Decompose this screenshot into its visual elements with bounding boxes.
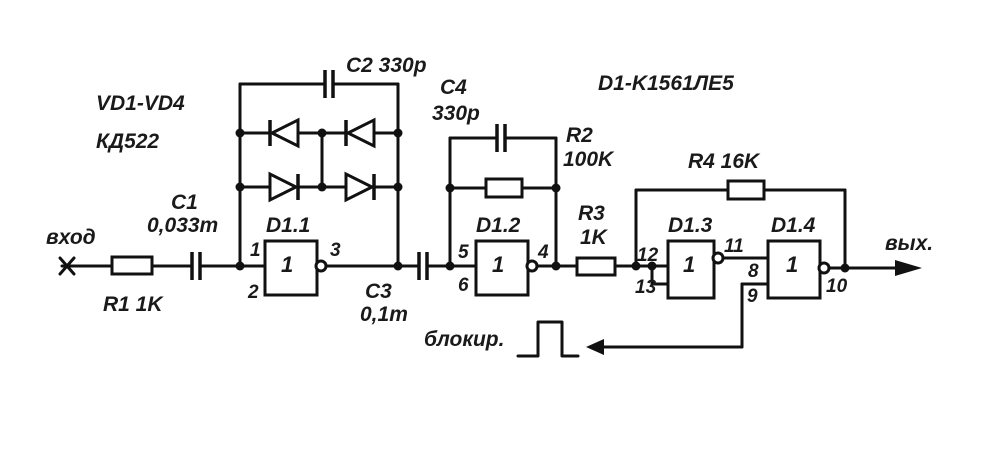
gate-d1-4 [766,239,822,300]
gate-d1-3 [666,239,716,300]
r1-label: R1 1K [103,293,164,316]
c2-label: C2 330p [346,54,427,77]
pin-8: 8 [748,261,759,282]
block-pulse-symbol [516,320,580,358]
pin-3: 3 [330,240,341,261]
input-label: вход [46,226,96,249]
capacitor-c2 [323,70,335,98]
pin-5: 5 [458,242,469,263]
diode-vd2 [344,117,376,149]
resistor-r2 [484,177,524,199]
resistor-r4 [726,179,766,201]
c4-value-label: 330p [432,102,480,125]
gate-d1-3-name: D1.3 [668,214,713,237]
diode-vd4 [344,171,376,203]
pin-13: 13 [635,277,657,298]
gate-d1-4-inverter-bubble [817,261,831,275]
gate-d1-2-inverter-bubble [525,259,539,273]
output-label: вых. [885,232,933,255]
pin-11: 11 [724,236,744,257]
signal-wires [60,82,897,349]
block-arrow [586,339,604,355]
pin-4: 4 [537,242,549,263]
pin-1: 1 [250,240,261,261]
diode-type-label: КД522 [96,130,159,153]
c3-value-label: 0,1m [360,303,408,326]
diodes-label: VD1-VD4 [96,92,185,115]
input-terminal [58,256,76,276]
r2-name-label: R2 [566,124,593,147]
capacitor-c4 [495,124,507,152]
c3-name-label: C3 [365,280,392,303]
gate-d1-2 [474,239,530,297]
c4-name-label: C4 [440,76,467,99]
gate-d1-2-name: D1.2 [476,214,521,237]
pin-9: 9 [747,286,758,307]
c1-value-label: 0,033m [147,214,218,237]
c1-name-label: C1 [171,191,198,214]
gate-d1-1-inverter-bubble [314,259,328,273]
block-label: блокир. [424,328,504,351]
capacitor-c1 [190,252,202,280]
r3-name-label: R3 [578,202,605,225]
output-arrow [895,260,922,276]
resistor-r1 [110,255,154,276]
pin-2: 2 [247,282,259,303]
pin-12: 12 [637,245,659,266]
gate-d1-1 [263,239,319,297]
pin-10: 10 [826,276,848,297]
gate-d1-4-symbol: 1 [786,252,798,277]
gate-d1-3-inverter-bubble [711,251,725,265]
r3-value-label: 1K [580,226,609,249]
gate-d1-3-symbol: 1 [683,252,695,277]
r4-label: R4 16K [688,150,761,173]
r2-value-label: 100K [563,148,615,171]
pin-6: 6 [458,275,469,296]
resistor-r3 [575,256,617,277]
gate-d1-2-symbol: 1 [492,252,504,277]
chip-label: D1-K1561ЛЕ5 [598,72,734,95]
gate-d1-1-name: D1.1 [266,214,310,237]
junction-dots [235,128,850,273]
diode-vd1 [268,117,300,149]
capacitor-c3 [417,252,429,280]
diode-vd3 [268,171,300,203]
gate-d1-4-name: D1.4 [771,214,816,237]
gate-d1-1-symbol: 1 [281,252,293,277]
